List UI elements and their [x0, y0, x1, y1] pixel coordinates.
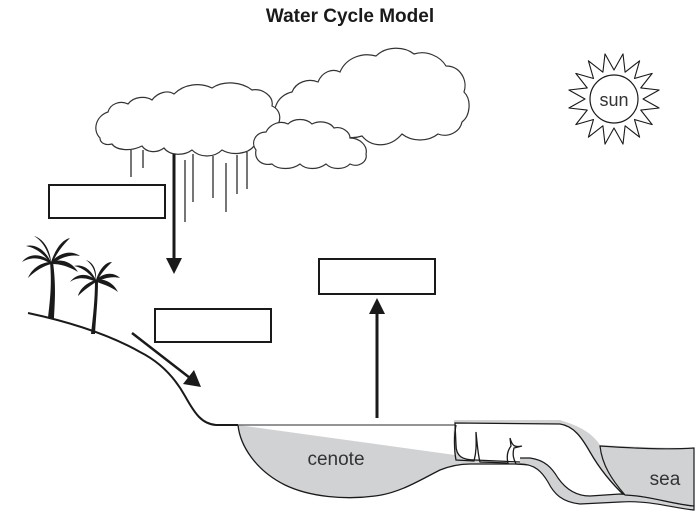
sun-icon [568, 53, 660, 145]
cloud-large-left [95, 82, 281, 157]
palm-tree-left [22, 236, 80, 318]
ground-slope [27, 312, 238, 426]
diagram-title: Water Cycle Model [265, 6, 435, 27]
precipitation-arrow [166, 154, 182, 274]
cloud-small-middle [253, 118, 367, 170]
runoff-answer-box[interactable] [154, 308, 272, 343]
palm-tree-right [70, 260, 120, 334]
sun-rays [568, 53, 660, 145]
runoff-arrow [131, 332, 201, 387]
evaporation-arrow [369, 298, 385, 418]
evaporation-answer-box[interactable] [318, 258, 436, 295]
sun-label: sun [599, 90, 628, 110]
sea-label: sea [650, 469, 681, 490]
cenote-basin [237, 424, 520, 499]
cenote-label: cenote [307, 449, 364, 470]
rain-lines [130, 150, 248, 222]
sea-water [599, 445, 695, 507]
precipitation-answer-box[interactable] [48, 184, 166, 219]
